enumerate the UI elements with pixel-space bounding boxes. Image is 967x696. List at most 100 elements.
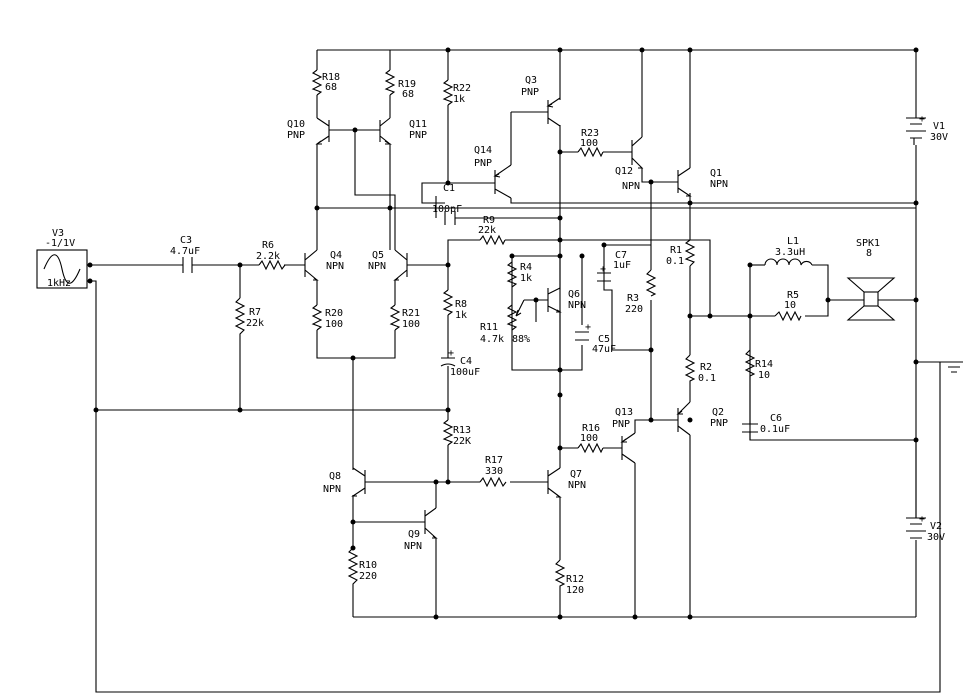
svg-text:Q9: Q9 [408, 529, 420, 540]
svg-text:R11: R11 [480, 322, 498, 333]
v3-value: -1/1V [45, 238, 75, 249]
svg-text:0.1: 0.1 [698, 373, 716, 384]
svg-text:Q6: Q6 [568, 289, 580, 300]
svg-text:22k: 22k [246, 318, 264, 329]
transistor-q5 [393, 249, 420, 281]
battery-v2: V2 30V + [906, 514, 945, 543]
resistor-r4 [506, 261, 518, 288]
svg-text:NPN: NPN [568, 300, 586, 311]
svg-text:68: 68 [402, 89, 414, 100]
wires [90, 49, 955, 693]
svg-text:C4: C4 [460, 356, 472, 367]
svg-text:R7: R7 [249, 307, 261, 318]
svg-text:R4: R4 [520, 262, 532, 273]
svg-text:Q13: Q13 [615, 407, 633, 418]
svg-text:C5: C5 [598, 334, 610, 345]
svg-text:Q8: Q8 [329, 471, 341, 482]
svg-text:68: 68 [325, 82, 337, 93]
svg-text:NPN: NPN [404, 541, 422, 552]
labels: R18 68 R19 68 R22 1k Q10 PNP Q11 PNP Q3 … [246, 72, 799, 596]
svg-text:Q11: Q11 [409, 119, 427, 130]
transistor-q10 [315, 117, 340, 145]
svg-text:30V: 30V [930, 132, 948, 143]
svg-text:R5: R5 [787, 290, 799, 301]
resistor-r7 [234, 297, 246, 340]
speaker-spk1: SPK1 8 [846, 238, 896, 321]
svg-text:R19: R19 [398, 79, 416, 90]
transistor-q14 [480, 164, 512, 199]
svg-text:+: + [919, 514, 925, 525]
capacitor-c5: C5 47uF + [575, 322, 616, 355]
svg-text:PNP: PNP [474, 158, 492, 169]
resistor-r2 [684, 354, 696, 385]
svg-text:R13: R13 [453, 425, 471, 436]
svg-text:Q12: Q12 [615, 166, 633, 177]
resistor-r16 [577, 442, 604, 454]
svg-text:R18: R18 [322, 72, 340, 83]
resistor-r17 [479, 476, 507, 488]
svg-text:8: 8 [866, 248, 872, 259]
svg-text:Q4: Q4 [330, 250, 342, 261]
svg-text:C1: C1 [443, 183, 455, 194]
svg-text:R17: R17 [485, 455, 503, 466]
resistor-r10 [347, 547, 359, 590]
transistor-q1 [677, 167, 692, 197]
svg-text:NPN: NPN [568, 480, 586, 491]
svg-text:1uF: 1uF [613, 260, 631, 271]
svg-text:47uF: 47uF [592, 344, 616, 355]
svg-text:0.1uF: 0.1uF [760, 424, 790, 435]
svg-text:22K: 22K [453, 436, 471, 447]
transistor-q7 [547, 467, 562, 498]
svg-text:220: 220 [625, 304, 643, 315]
svg-text:10: 10 [758, 370, 770, 381]
capacitor-c6: C6 0.1uF [742, 395, 790, 440]
battery-v1: V1 30V + [906, 114, 948, 145]
svg-text:R2: R2 [700, 362, 712, 373]
resistor-r11 [506, 304, 518, 331]
svg-text:0.1: 0.1 [666, 256, 684, 267]
resistor-r5 [774, 310, 802, 322]
capacitor-c1: C1 100pF [432, 183, 462, 225]
svg-text:NPN: NPN [622, 181, 640, 192]
svg-text:R6: R6 [262, 240, 274, 251]
ground-symbol [945, 361, 963, 373]
svg-text:Q10: Q10 [287, 119, 305, 130]
svg-text:+: + [600, 264, 606, 275]
svg-text:22k: 22k [478, 225, 496, 236]
resistor-r18 [311, 69, 323, 96]
svg-text:R10: R10 [359, 560, 377, 571]
resistor-r6 [258, 259, 286, 271]
svg-text:R8: R8 [455, 299, 467, 310]
resistor-r8 [442, 289, 454, 316]
svg-text:+: + [585, 322, 591, 333]
transistor-q3 [546, 97, 561, 127]
resistor-r19 [384, 69, 396, 96]
resistors [234, 69, 802, 590]
svg-text:100: 100 [325, 319, 343, 330]
svg-text:Q1: Q1 [710, 168, 722, 179]
svg-text:R23: R23 [581, 128, 599, 139]
svg-text:L1: L1 [787, 236, 799, 247]
svg-text:4.7k: 4.7k [480, 334, 504, 345]
svg-text:PNP: PNP [409, 130, 427, 141]
svg-text:R20: R20 [325, 308, 343, 319]
v3-name: V3 [52, 228, 64, 239]
resistor-r14 [744, 349, 756, 395]
svg-text:SPK1: SPK1 [856, 238, 880, 249]
svg-text:+: + [448, 348, 454, 359]
inductor-l1: L1 3.3uH [764, 236, 813, 266]
svg-text:220: 220 [359, 571, 377, 582]
transistor-q4 [304, 249, 319, 281]
transistor-q8 [351, 467, 366, 497]
transistor-q9 [424, 507, 438, 539]
transistor-q11 [379, 117, 392, 145]
capacitor-c4: C4 100uF + [440, 348, 480, 380]
svg-text:C3: C3 [180, 235, 192, 246]
svg-text:R9: R9 [483, 215, 495, 226]
svg-text:PNP: PNP [521, 87, 539, 98]
svg-text:100pF: 100pF [432, 204, 462, 215]
resistor-r23 [577, 146, 604, 158]
resistor-r1 [684, 239, 696, 267]
